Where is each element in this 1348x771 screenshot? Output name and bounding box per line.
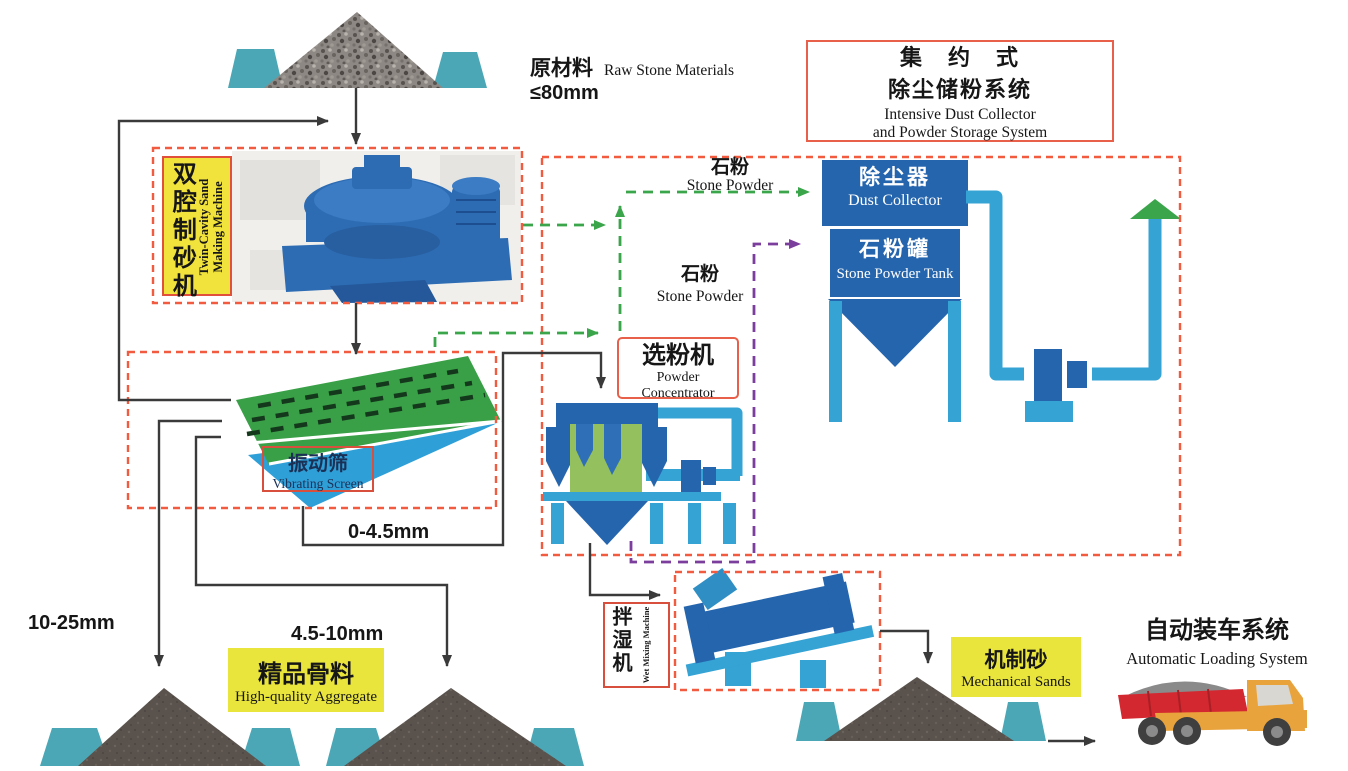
concentrator-to-mixer-line xyxy=(588,543,661,600)
dust-system-dashed-box xyxy=(540,155,1182,557)
loading-system-label-cn: 自动装车系统 xyxy=(1145,617,1289,644)
aggregate-label-cn: 精品骨料 xyxy=(258,661,354,688)
size-medium: 4.5-10mm xyxy=(291,623,384,645)
raw-material-label-en: Raw Stone Materials xyxy=(604,62,735,79)
vibrating-screen-graphic xyxy=(0,356,502,508)
powder-concentrator-graphic xyxy=(543,403,743,545)
size-screen-underflow: 0-4.5mm xyxy=(348,521,430,543)
mechanical-sands-label-box: 机制砂 Mechanical Sands xyxy=(951,637,1081,697)
aggregate-pile-coarse xyxy=(40,688,300,766)
wet-mixer-label-en: Wet Mixing Machine xyxy=(641,606,651,684)
sand-machine-dashed-box xyxy=(151,146,524,305)
aggregate-label-en: High-quality Aggregate xyxy=(234,689,378,705)
sand-machine-label-cn: 双腔制砂机 xyxy=(168,161,196,301)
stone-powder-top-cn: 石粉 xyxy=(710,157,749,178)
screen-to-coarse-pile-line xyxy=(154,419,222,667)
powder-concentrator-label-cn: 选粉机 xyxy=(642,341,714,369)
sand-machine-label-en: Twin-Cavity Sand Making Machine xyxy=(197,178,226,276)
dust-collector-box xyxy=(822,160,968,226)
stone-powder-tank-label-en: Stone Powder Tank xyxy=(836,266,954,282)
wet-mixer-label-cn: 拌湿机 xyxy=(609,606,631,675)
mechanical-sand-pile xyxy=(796,677,1046,741)
wet-mixer-label-box xyxy=(603,602,670,688)
raw-stone-pile xyxy=(228,12,487,88)
aggregate-label-box: 精品骨料 High-quality Aggregate xyxy=(228,648,384,712)
dust-system-title-en-2: and Powder Storage System xyxy=(872,124,1048,141)
aggregate-pile-medium xyxy=(326,688,584,766)
sand-machine-label-box xyxy=(162,156,232,296)
dust-collector-label-en: Dust Collector xyxy=(848,192,942,209)
wet-mixing-machine-graphic xyxy=(683,568,875,688)
loading-system-label-en: Automatic Loading System xyxy=(1126,649,1308,668)
dump-truck xyxy=(1118,680,1307,746)
exhaust-arrow xyxy=(1130,199,1181,219)
recirculation-line xyxy=(117,116,329,402)
powder-to-tank-line xyxy=(629,239,801,564)
vibrating-screen-label-en: Vibrating Screen xyxy=(272,475,364,491)
sand-making-machine-photo xyxy=(232,151,521,303)
raw-material-label-cn: 原材料 xyxy=(530,57,593,80)
dust-system-title-box: 集 约 式 除尘储粉系统 Intensive Dust Collector an… xyxy=(806,40,1114,142)
dust-system-title-cn-1: 集 约 式 xyxy=(899,45,1020,70)
size-coarse: 10-25mm xyxy=(28,612,115,634)
stone-powder-top-en: Stone Powder xyxy=(686,177,774,194)
stone-powder-tank-box xyxy=(828,229,962,422)
screen-to-medium-pile-line xyxy=(194,435,452,667)
vibrating-screen-label-cn: 振动筛 xyxy=(288,452,348,475)
powder-concentrator-label-en: Powder Concentrator xyxy=(641,369,715,401)
stone-powder-tank-label-cn: 石粉罐 xyxy=(859,238,931,261)
mechanical-sands-label-en: Mechanical Sands xyxy=(961,673,1071,690)
dust-collector-label-cn: 除尘器 xyxy=(859,166,931,189)
mixer-to-sand-pile-line xyxy=(880,629,933,664)
stone-powder-bottom-cn: 石粉 xyxy=(680,264,719,285)
dust-system-title-cn-2: 除尘储粉系统 xyxy=(887,77,1032,102)
raw-material-size: ≤80mm xyxy=(530,82,599,104)
screen-underflow-line xyxy=(301,351,606,547)
mechanical-sands-label-cn: 机制砂 xyxy=(984,648,1048,672)
vibrating-screen-label-box: 振动筛 Vibrating Screen xyxy=(262,446,374,492)
powder-concentrator-label-box: 选粉机 Powder Concentrator xyxy=(617,337,739,401)
stone-powder-bottom-en: Stone Powder xyxy=(656,288,744,305)
screen-dust-line xyxy=(433,328,599,347)
dust-system-title-en-1: Intensive Dust Collector xyxy=(884,106,1036,123)
vibrating-screen-dashed-box xyxy=(126,350,498,510)
dust-pipe-and-blower xyxy=(966,190,1162,422)
